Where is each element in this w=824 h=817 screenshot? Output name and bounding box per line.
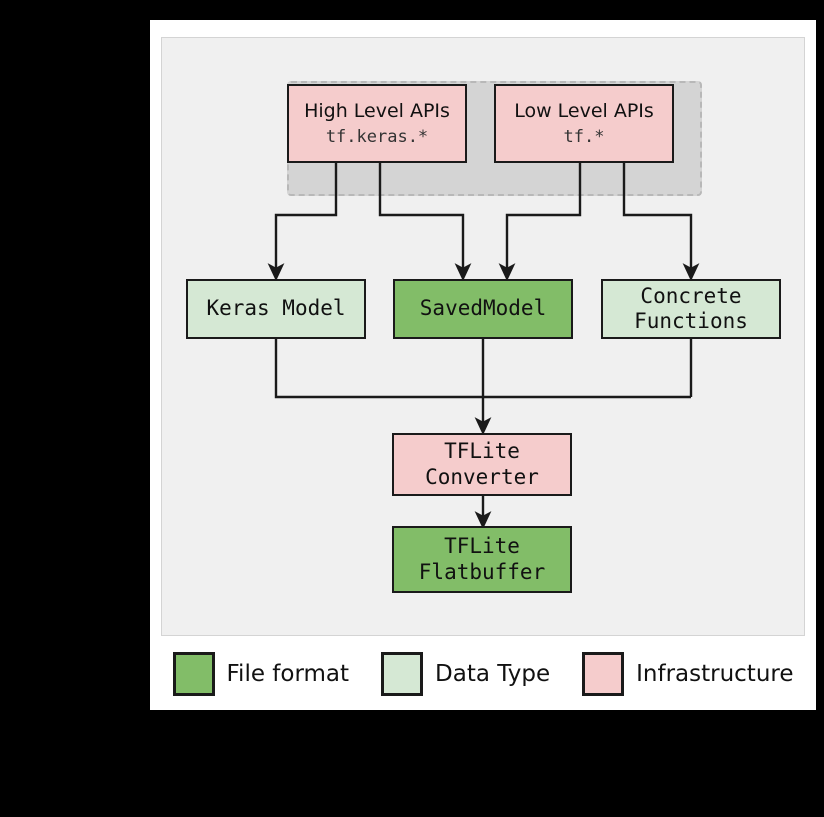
node-keras-model-line1: Keras Model bbox=[206, 296, 346, 321]
node-concrete-functions[interactable]: Concrete Functions bbox=[601, 279, 781, 339]
node-saved-model-line1: SavedModel bbox=[419, 296, 547, 321]
legend-swatch-file-format bbox=[172, 652, 215, 696]
node-high-level-apis[interactable]: High Level APIs tf.keras.* bbox=[287, 84, 467, 163]
node-tflite-converter-line1: TFLite bbox=[444, 439, 520, 464]
legend-item-infrastructure: Infrastructure bbox=[582, 652, 794, 696]
legend-label-infrastructure: Infrastructure bbox=[636, 661, 794, 687]
legend: File format Data Type Infrastructure bbox=[161, 643, 805, 705]
node-saved-model[interactable]: SavedModel bbox=[393, 279, 573, 339]
legend-item-file-format: File format bbox=[172, 652, 350, 696]
legend-label-data-type: Data Type bbox=[435, 661, 551, 687]
node-high-level-apis-subtitle: tf.keras.* bbox=[325, 126, 429, 147]
node-tflite-flatbuffer[interactable]: TFLite Flatbuffer bbox=[392, 526, 572, 593]
legend-item-data-type: Data Type bbox=[381, 652, 550, 696]
legend-swatch-data-type bbox=[381, 652, 424, 696]
node-low-level-apis[interactable]: Low Level APIs tf.* bbox=[494, 84, 674, 163]
node-tflite-converter-line2: Converter bbox=[425, 464, 539, 489]
node-concrete-functions-line1: Concrete bbox=[640, 283, 742, 308]
node-low-level-apis-subtitle: tf.* bbox=[563, 126, 605, 147]
node-tflite-flatbuffer-line2: Flatbuffer bbox=[418, 559, 546, 584]
node-low-level-apis-title: Low Level APIs bbox=[514, 99, 654, 122]
node-concrete-functions-line2: Functions bbox=[634, 309, 748, 333]
node-tflite-flatbuffer-line1: TFLite bbox=[444, 534, 520, 559]
legend-swatch-infrastructure bbox=[582, 652, 625, 696]
node-keras-model[interactable]: Keras Model bbox=[186, 279, 366, 339]
diagram-card: High Level APIs tf.keras.* Low Level API… bbox=[150, 20, 816, 710]
node-high-level-apis-title: High Level APIs bbox=[304, 99, 450, 122]
legend-label-file-format: File format bbox=[226, 661, 350, 687]
node-tflite-converter[interactable]: TFLite Converter bbox=[392, 433, 572, 496]
